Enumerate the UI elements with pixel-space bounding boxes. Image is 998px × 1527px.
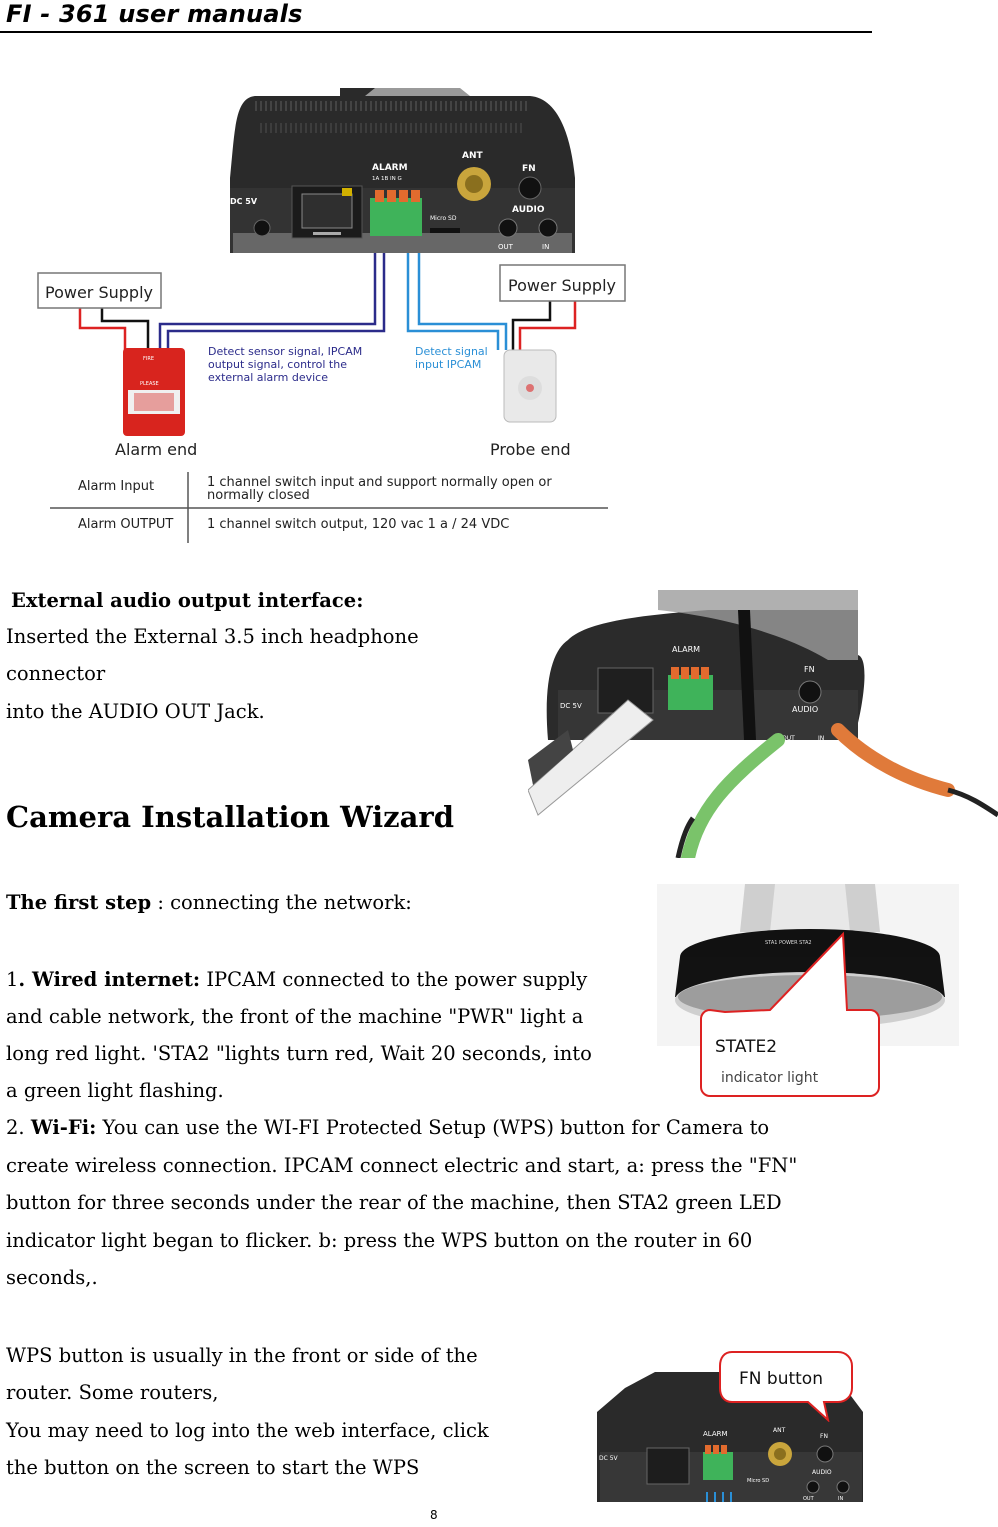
wifi-line-2: create wireless connection. IPCAM connec… — [6, 1154, 798, 1177]
motion-probe-device — [503, 349, 557, 423]
svg-text:DC 5V: DC 5V — [599, 1455, 619, 1462]
wiring-lines — [78, 253, 577, 350]
camera-rear-photo: DC 5V ALARM 1A 1B IN G ANT FN AUDIO Micr… — [230, 88, 575, 253]
svg-text:AUDIO: AUDIO — [512, 205, 545, 215]
camera-rear-fn-photo: DC 5V ALARM ANT FN AUDIO Micro SD OUT IN — [597, 1372, 863, 1502]
svg-text:1A 1B IN G: 1A 1B IN G — [372, 176, 402, 182]
svg-text:FN: FN — [820, 1433, 828, 1440]
svg-text:OUT: OUT — [782, 735, 795, 742]
header-rule — [0, 31, 872, 33]
wired-line-3: long red light. 'STA2 "lights turn red, … — [6, 1042, 592, 1065]
svg-text:ANT: ANT — [462, 151, 483, 161]
svg-text:FN: FN — [522, 164, 536, 174]
state2-callout-title: STATE2 — [715, 1037, 777, 1057]
svg-text:Detect signal: Detect signal — [415, 345, 488, 358]
page-number: 8 — [430, 1508, 438, 1522]
svg-text:external alarm device: external alarm device — [208, 371, 328, 384]
svg-text:IN: IN — [818, 735, 824, 742]
svg-text:Power Supply: Power Supply — [508, 276, 616, 295]
svg-text:IN: IN — [838, 1496, 843, 1502]
fn-button-callout: FN button — [719, 1351, 853, 1422]
alarm-siren-device: FIRE PLEASE — [123, 348, 185, 436]
wifi-line-3: button for three seconds under the rear … — [6, 1191, 782, 1214]
wizard-title: Camera Installation Wizard — [6, 800, 454, 834]
svg-text:STA1 POWER STA2: STA1 POWER STA2 — [765, 940, 812, 946]
svg-text:output signal, control the: output signal, control the — [208, 358, 347, 371]
svg-text:ALARM: ALARM — [372, 163, 408, 173]
svg-text:1 channel switch input and sup: 1 channel switch input and support norma… — [207, 475, 552, 490]
svg-text:Detect sensor signal, IPCAM: Detect sensor signal, IPCAM — [208, 345, 362, 358]
power-supply-right: Power Supply — [499, 264, 626, 302]
fn-button-callout-label: FN button — [739, 1369, 823, 1389]
svg-text:Alarm OUTPUT: Alarm OUTPUT — [78, 517, 173, 532]
wps-line-1: WPS button is usually in the front or si… — [6, 1344, 478, 1367]
svg-text:ANT: ANT — [773, 1427, 786, 1434]
document-header-title: FI - 361 user manuals — [6, 0, 303, 28]
svg-text:Micro SD: Micro SD — [747, 1478, 769, 1484]
wired-line-1: 1. Wired internet: IPCAM connected to th… — [6, 968, 588, 991]
svg-text:normally closed: normally closed — [207, 488, 310, 503]
svg-text:Power Supply: Power Supply — [45, 283, 153, 302]
alarm-spec-table: Alarm Input 1 channel switch input and s… — [50, 472, 608, 543]
audio-line-1: Inserted the External 3.5 inch headphone — [6, 625, 419, 648]
svg-text:Probe end: Probe end — [490, 440, 571, 459]
audio-jack-photo: FN AUDIO DC 5V ALARM OUT IN — [528, 590, 998, 858]
svg-text:AUDIO: AUDIO — [792, 705, 818, 714]
svg-text:ALARM: ALARM — [672, 645, 700, 654]
state2-callout-sub: indicator light — [721, 1070, 819, 1086]
power-supply-left: Power Supply — [37, 272, 162, 309]
svg-text:AUDIO: AUDIO — [812, 1469, 832, 1476]
alarm-wiring-diagram: DC 5V ALARM 1A 1B IN G ANT FN AUDIO Micr… — [37, 88, 626, 543]
svg-text:Alarm Input: Alarm Input — [78, 479, 154, 494]
wired-line-2: and cable network, the front of the mach… — [6, 1005, 584, 1028]
wps-line-4: the button on the screen to start the WP… — [6, 1456, 420, 1479]
camera-front-photo: STA1 POWER STA2 STATE2 indicator light — [657, 884, 959, 1097]
svg-text:Alarm end: Alarm end — [115, 440, 197, 459]
state2-callout-bubble — [700, 931, 880, 1097]
svg-text:ALARM: ALARM — [703, 1430, 728, 1438]
svg-text:PLEASE: PLEASE — [140, 381, 159, 387]
wifi-line-5: seconds,. — [6, 1266, 98, 1289]
wifi-line-1: 2. Wi-Fi: You can use the WI-FI Protecte… — [6, 1116, 770, 1139]
first-step-line: The first step : connecting the network: — [6, 891, 412, 914]
wps-line-3: You may need to log into the web interfa… — [6, 1419, 489, 1442]
wps-line-2: router. Some routers, — [6, 1381, 219, 1404]
svg-text:input IPCAM: input IPCAM — [415, 358, 481, 371]
svg-text:FIRE: FIRE — [143, 356, 154, 362]
svg-text:OUT: OUT — [498, 243, 514, 251]
svg-text:FN: FN — [804, 665, 815, 674]
svg-text:DC 5V: DC 5V — [230, 197, 258, 206]
audio-line-2: connector — [6, 662, 106, 685]
svg-text:OUT: OUT — [803, 1496, 815, 1502]
wifi-line-4: indicator light began to flicker. b: pre… — [6, 1229, 753, 1252]
audio-line-3: into the AUDIO OUT Jack. — [6, 700, 265, 723]
audio-section-heading: External audio output interface: — [11, 589, 364, 612]
svg-text:DC 5V: DC 5V — [560, 702, 582, 710]
svg-text:Micro SD: Micro SD — [430, 215, 457, 222]
svg-text:IN: IN — [542, 243, 549, 251]
wired-line-4: a green light flashing. — [6, 1079, 224, 1102]
svg-text:1 channel switch output, 120 v: 1 channel switch output, 120 vac 1 a / 2… — [207, 517, 509, 532]
